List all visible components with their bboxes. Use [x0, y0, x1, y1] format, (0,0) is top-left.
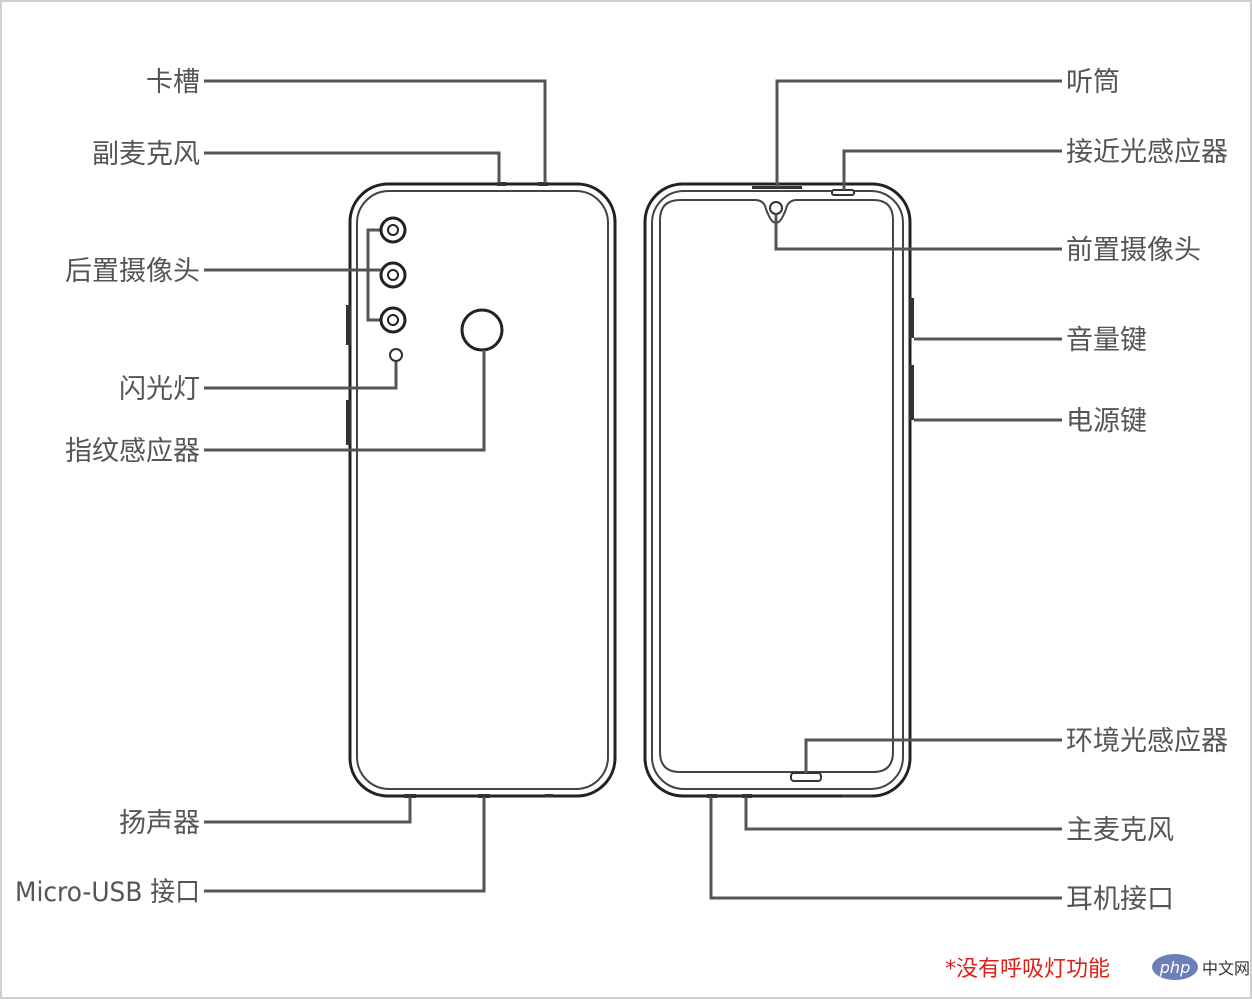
left-labels: 卡槽 副麦克风 后置摄像头 闪光灯 指纹感应器 扬声器 Micro-USB 接口 [15, 67, 200, 908]
front-body-outline [643, 182, 912, 798]
rear-bottom-hole [545, 794, 553, 797]
leader-front-camera [774, 214, 1062, 251]
leader-fingerprint [204, 350, 486, 452]
front-screen [659, 199, 894, 773]
main-mic-hole [742, 794, 752, 798]
rear-camera-lens-1-inner [387, 224, 399, 236]
leader-speaker [204, 797, 412, 824]
label-proximity-sensor: 接近光感应器 [1066, 137, 1228, 168]
camera-bracket [366, 228, 381, 322]
proximity-sensor-slot [831, 189, 855, 196]
rear-top-mic-hole [497, 182, 506, 186]
leader-main-mic [744, 797, 1062, 831]
rear-view-phone [346, 182, 617, 798]
rear-usb-port [478, 794, 490, 798]
left-leader-lines [204, 79, 547, 893]
watermark-logo-icon [1152, 954, 1198, 980]
leader-headphone-jack [709, 797, 1062, 900]
rear-camera-lens-2-inner [387, 269, 399, 281]
label-headphone-jack: 耳机接口 [1066, 884, 1174, 915]
flash-icon [389, 348, 403, 362]
leader-flash [204, 362, 398, 390]
front-view-phone [643, 182, 914, 798]
rear-side-key-2 [346, 400, 351, 445]
fingerprint-sensor-icon [460, 308, 504, 352]
leader-sim-tray [204, 79, 547, 183]
watermark: php 中文网 [1152, 954, 1250, 980]
label-usb-port: Micro-USB 接口 [15, 877, 200, 908]
headphone-jack-hole [707, 794, 717, 798]
rear-side-key-1 [346, 305, 351, 345]
right-leader-lines [709, 79, 1062, 900]
ambient-light-sensor-slot [790, 772, 822, 782]
power-key-shape [909, 365, 914, 420]
leader-proximity-sensor [842, 149, 1062, 190]
watermark-logo-text: php [1159, 958, 1190, 977]
label-ambient-light-sensor: 环境光感应器 [1066, 726, 1228, 757]
front-bottom-grille [842, 795, 872, 797]
label-secondary-mic: 副麦克风 [92, 139, 200, 170]
leader-ambient-light-sensor [804, 738, 1062, 773]
label-main-mic: 主麦克风 [1066, 815, 1174, 846]
leader-secondary-mic [204, 151, 501, 183]
right-labels: 听筒 接近光感应器 前置摄像头 音量键 电源键 环境光感应器 主麦克风 耳机接口 [1066, 67, 1228, 915]
watermark-site-text: 中文网 [1202, 959, 1250, 978]
label-volume-key: 音量键 [1066, 325, 1147, 356]
label-earpiece: 听筒 [1066, 67, 1120, 98]
leader-usb-port [204, 797, 486, 893]
leader-earpiece [775, 79, 1062, 187]
rear-top-sim-slot [538, 182, 548, 186]
front-camera-icon [769, 201, 783, 215]
label-front-camera: 前置摄像头 [1066, 235, 1201, 266]
rear-speaker-grille [404, 794, 416, 798]
label-flash: 闪光灯 [119, 374, 200, 405]
rear-camera-lens-3-inner [387, 314, 399, 326]
rear-body-inner [356, 190, 609, 790]
label-fingerprint: 指纹感应器 [65, 436, 200, 467]
front-body-inner [651, 190, 904, 790]
volume-key-shape [909, 298, 914, 338]
label-sim-tray: 卡槽 [146, 67, 200, 98]
earpiece-slot [752, 186, 802, 189]
rear-camera-lenses [379, 216, 407, 334]
label-speaker: 扬声器 [119, 808, 200, 839]
label-rear-camera: 后置摄像头 [65, 256, 200, 287]
label-power-key: 电源键 [1066, 406, 1147, 437]
breathing-light-note: *没有呼吸灯功能 [945, 957, 1110, 982]
